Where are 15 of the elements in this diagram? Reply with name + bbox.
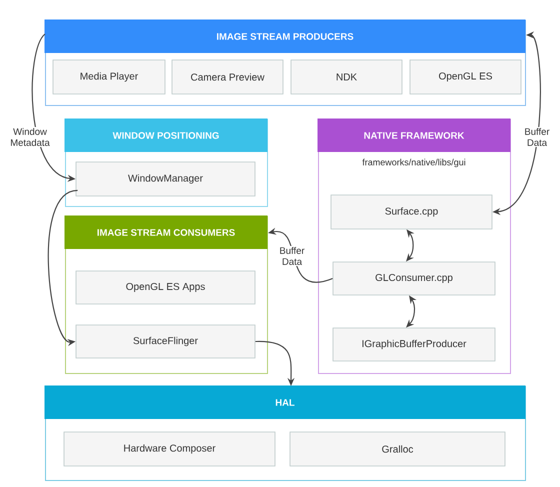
component-box: GLConsumer.cpp (332, 262, 496, 296)
component-box: OpenGL ES (410, 60, 522, 94)
component-box: NDK (290, 60, 402, 94)
component-box: IGraphicBufferProducer (332, 328, 496, 362)
component-box: SurfaceFlinger (76, 324, 256, 358)
component-box: OpenGL ES Apps (76, 270, 256, 304)
component-box: Hardware Composer (64, 432, 276, 466)
component-box: Gralloc (290, 432, 506, 466)
edge-label: Buffer Data (271, 246, 313, 266)
edge-label: Buffer Data (516, 127, 558, 147)
component-box: Camera Preview (172, 60, 284, 94)
component-box: WindowManager (76, 162, 256, 196)
component-box: Media Player (52, 60, 166, 94)
component-box: Surface.cpp (330, 194, 492, 230)
edge-label: Window Metadata (9, 127, 51, 147)
